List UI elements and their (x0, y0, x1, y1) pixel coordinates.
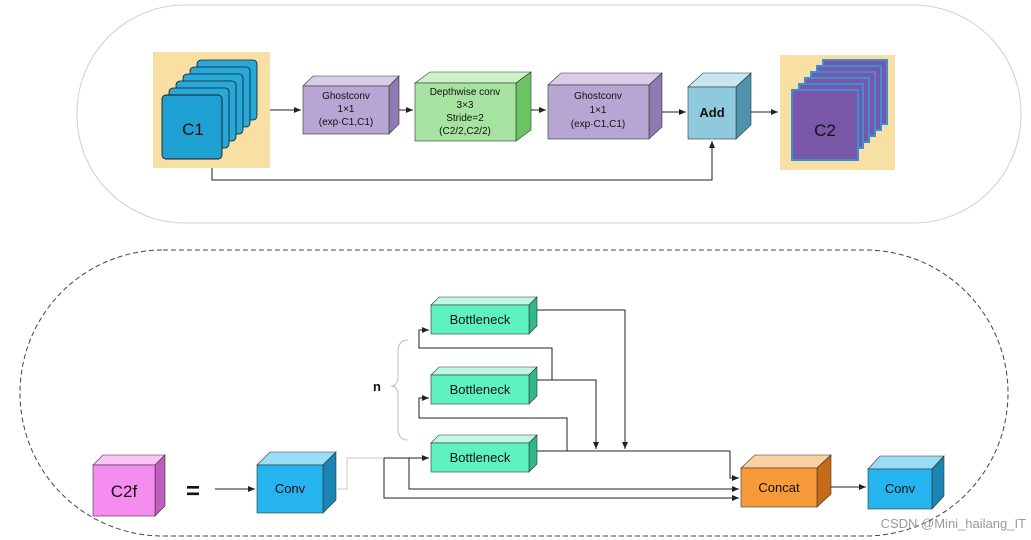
watermark-text: CSDN @Mini_hailang_IT (881, 516, 1026, 531)
depthwise-channels: (C2/2,C2/2) (439, 126, 491, 137)
c1-label: C1 (182, 120, 204, 139)
c1-input-block: C1 (153, 52, 270, 168)
top-connectors (211, 107, 778, 181)
n-label: n (373, 379, 381, 394)
ghostconv-1-channels: (exp·C1,C1) (319, 117, 373, 128)
c2-label: C2 (814, 121, 836, 140)
bottom-connectors (215, 309, 866, 501)
concat-block: Concat (740, 454, 832, 508)
bottleneck-2-block: Bottleneck (430, 366, 538, 405)
bottleneck-3-block: Bottleneck (430, 434, 538, 473)
ghostconv-2-title: Ghostconv (574, 91, 622, 102)
bottleneck-2-label: Bottleneck (450, 382, 511, 397)
c2f-label: C2f (111, 482, 138, 501)
depthwise-stride: Stride=2 (446, 113, 484, 124)
ghostconv-2-kernel: 1×1 (590, 105, 607, 116)
ghostconv-1-title: Ghostconv (322, 91, 370, 102)
conv-input-block: Conv (256, 451, 337, 514)
c2f-block: C2f (92, 454, 166, 517)
bottleneck-1-block: Bottleneck (430, 296, 538, 335)
ghostconv-2-channels: (exp·C1,C1) (571, 119, 625, 130)
conv-output-label: Conv (885, 481, 916, 496)
depthwise-kernel: 3×3 (457, 100, 474, 111)
equals-sign: = (186, 478, 200, 505)
bottleneck-3-label: Bottleneck (450, 450, 511, 465)
add-label: Add (699, 105, 724, 120)
depthwise-title: Depthwise conv (430, 87, 501, 98)
repeat-brace (390, 339, 409, 441)
conv-input-label: Conv (275, 481, 306, 496)
top-diagram-frame (76, 4, 1022, 224)
ghostconv-2-block: Ghostconv 1×1 (exp·C1,C1) (547, 72, 663, 140)
c2-front-map (791, 89, 859, 161)
residual-skip-arrow (211, 141, 715, 181)
bottleneck-1-label: Bottleneck (450, 312, 511, 327)
add-block: Add (687, 72, 752, 140)
ghostconv-1-kernel: 1×1 (338, 104, 355, 115)
concat-label: Concat (758, 480, 800, 495)
c1-front-map (161, 94, 223, 160)
depthwise-conv-block: Depthwise conv 3×3 Stride=2 (C2/2,C2/2) (414, 71, 532, 142)
c2-output-block: C2 (780, 55, 895, 170)
n-repeat-bracket: n (373, 339, 409, 441)
conv-output-block: Conv (867, 455, 945, 510)
ghostconv-1-block: Ghostconv 1×1 (exp·C1,C1) (302, 75, 400, 135)
